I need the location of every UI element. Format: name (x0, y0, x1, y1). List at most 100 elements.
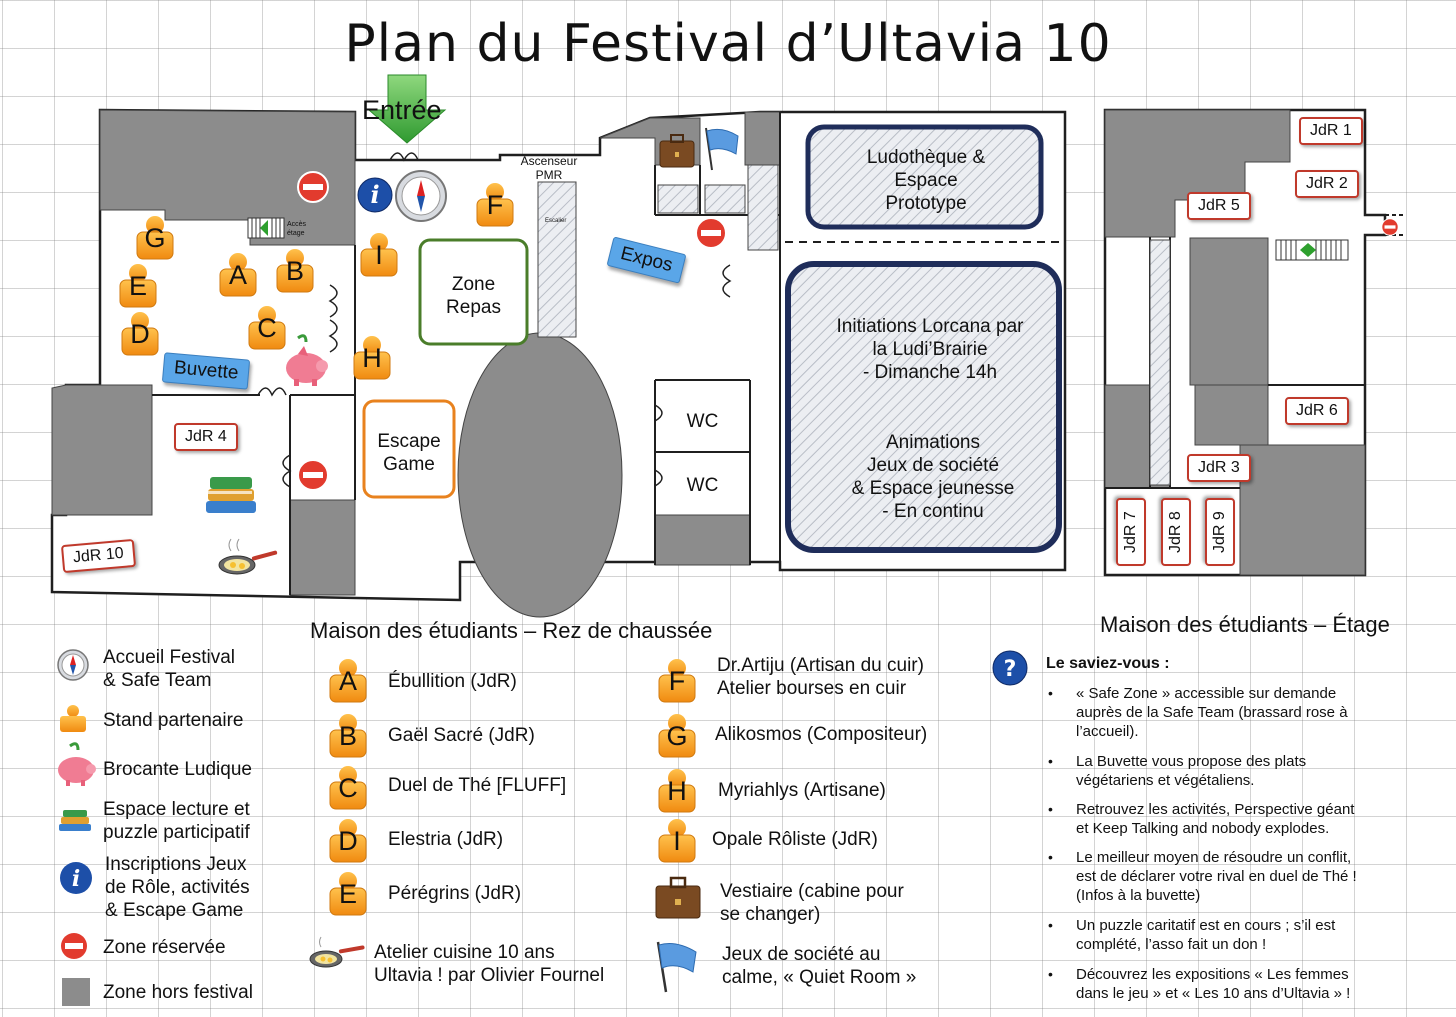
wc-label: WC (686, 411, 719, 432)
legend-cuisine-line-2: Ultavia ! par Olivier Fournel (374, 965, 605, 986)
hatched-area-2 (657, 184, 699, 214)
legend-quiet-line-2: calme, « Quiet Room » (722, 967, 917, 988)
animations-line-2: Jeux de société (866, 455, 1000, 476)
zone-repas-label: Zone Repas (420, 273, 527, 319)
legend-quiet-line-1: Jeux de société au (722, 944, 881, 965)
legend-stand: Stand partenaire (103, 710, 244, 731)
jdr-table: JdR 7 (1116, 498, 1146, 566)
booth-marker-b-letter: B (285, 256, 304, 286)
faq-item: Un puzzle caritatif est en cours ; s’il … (1048, 916, 1426, 954)
faq-item-line: est de déclarer votre rival en duel de T… (1076, 868, 1357, 885)
initiations-line-1: Initiations Lorcana par (836, 316, 1024, 337)
hatched-area-3 (704, 184, 746, 214)
legend-reservee: Zone réservée (103, 937, 226, 958)
exhibitor-name-d: Elestria (JdR) (388, 828, 503, 851)
faq-item: Découvrez les expositions « Les femmesda… (1048, 965, 1426, 1003)
caption-rez-de-chaussee: Maison des étudiants – Rez de chaussée (310, 618, 713, 643)
no-entry-icon (297, 171, 329, 203)
hatched-area (747, 164, 779, 251)
legend-lecture-line-1: Espace lecture et (103, 799, 250, 820)
faq-title: Le saviez-vous : (1046, 655, 1170, 672)
vestiaire-icon (659, 134, 695, 168)
legend-vestiaire-line-2: se changer) (720, 904, 821, 925)
exhibitor-name-line: Alikosmos (Compositeur) (715, 724, 928, 745)
legend-booth-f: F (657, 658, 697, 704)
booth-marker-e: E (118, 263, 158, 309)
animations-line-1: Animations (886, 432, 980, 453)
legend-question-icon: ? (992, 650, 1028, 686)
exhibitor-name-line: Elestria (JdR) (388, 829, 504, 850)
legend-piggy-icon (58, 742, 96, 786)
booth-marker-d-letter: D (130, 319, 150, 349)
ludotheque-label: Ludothèque & Espace Prototype (812, 146, 1040, 215)
faq-item-line: Retrouvez les activités, Perspective géa… (1076, 801, 1355, 818)
entree-label: Entrée (362, 95, 442, 125)
booth-marker-a-letter: A (228, 260, 247, 290)
frying-pan-icon (218, 538, 278, 575)
acces-etage-line-2: étage (287, 230, 305, 237)
faq-item-line: Un puzzle caritatif est en cours ; s’il … (1076, 917, 1336, 934)
legend-flag-icon (656, 941, 697, 993)
legend-cuisine: Atelier cuisine 10 ans Ultavia ! par Oli… (374, 941, 604, 987)
animations-box (785, 261, 1062, 553)
booth-marker-g-letter: G (144, 223, 166, 253)
wc-label-2: WC (686, 475, 719, 496)
svg-text:i: i (370, 180, 379, 209)
faq-item-line: auprès de la Safe Team (brassard rose à (1076, 704, 1348, 721)
staircase-ground (247, 217, 285, 239)
escalier-label: Escalier (545, 218, 567, 224)
exhibitor-name-i: Opale Rôliste (JdR) (712, 828, 878, 851)
faq-item-line: Découvrez les expositions « Les femmes (1076, 966, 1349, 983)
booth-marker-c: C (247, 305, 287, 351)
jdr-table: JdR 8 (1161, 498, 1191, 566)
booth-marker-e-letter: E (128, 271, 147, 301)
legend-accueil-line-2: & Safe Team (103, 670, 212, 691)
legend-booth-i-letter: I (673, 826, 681, 856)
faq-item-line: La Buvette vous propose des plats (1076, 753, 1307, 770)
initiations-line-2: la Ludi’Brairie (872, 339, 988, 360)
escape-game-line-1: Escape (377, 431, 441, 452)
legend-booth-d-letter: D (338, 826, 358, 856)
escape-game-label: Escape Game (364, 430, 454, 476)
legend-booth-b: B (328, 713, 368, 759)
legend-stand-icon (60, 705, 86, 732)
legend-books-icon (59, 810, 91, 831)
legend-inscriptions-line-2: de Rôle, activités (105, 877, 250, 898)
legend-info-icon: i (60, 862, 92, 894)
exhibitor-name-line: Opale Rôliste (JdR) (712, 829, 878, 850)
exhibitor-name-line: Ébullition (JdR) (388, 671, 517, 692)
exhibitor-name-c: Duel de Thé [FLUFF] (388, 774, 566, 797)
jdr-table: JdR 1 (1299, 117, 1363, 145)
booth-marker-c-letter: C (257, 313, 277, 343)
acces-etage-label: Accès étage (287, 220, 306, 238)
faq-list: « Safe Zone » accessible sur demandeaupr… (1048, 684, 1436, 1014)
legend-vestiaire-line-1: Vestiaire (cabine pour (720, 881, 904, 902)
booth-marker-f: F (475, 182, 515, 228)
no-entry-icon (695, 217, 727, 249)
legend-booth-e: E (328, 871, 368, 917)
exhibitor-name-a: Ébullition (JdR) (388, 670, 517, 693)
escape-game-box (362, 399, 456, 499)
legend-accueil-line-1: Accueil Festival (103, 647, 235, 668)
booth-marker-h-letter: H (362, 343, 382, 373)
faq-item-line: végétariens et végétaliens. (1076, 772, 1255, 789)
legend-inscriptions: Inscriptions Jeux de Rôle, activités & E… (105, 853, 250, 922)
initiations-label: Initiations Lorcana par la Ludi’Brairie … (795, 315, 1065, 384)
entry-arrow (367, 74, 447, 144)
legend-inscriptions-line-3: & Escape Game (105, 900, 244, 921)
jdr-table: JdR 6 (1285, 397, 1349, 425)
legend-compass-icon (57, 649, 89, 681)
exhibitor-name-e: Pérégrins (JdR) (388, 882, 521, 905)
stair-shaft (537, 181, 577, 338)
upper-corridor (1149, 239, 1171, 486)
faq-item: La Buvette vous propose des plats végétar… (1048, 752, 1426, 790)
legend-vestiaire-icon (655, 876, 701, 919)
faq-item-line: (Infos à la buvette) (1076, 887, 1201, 904)
zone-repas-box (418, 238, 529, 346)
escape-game-line-2: Game (383, 454, 435, 475)
animations-line-3: & Espace jeunesse (851, 478, 1015, 499)
legend-booth-b-letter: B (338, 721, 357, 751)
exhibitor-name-line: Gaël Sacré (JdR) (388, 725, 535, 746)
ascenseur-label: Ascenseur PMR (512, 154, 586, 182)
